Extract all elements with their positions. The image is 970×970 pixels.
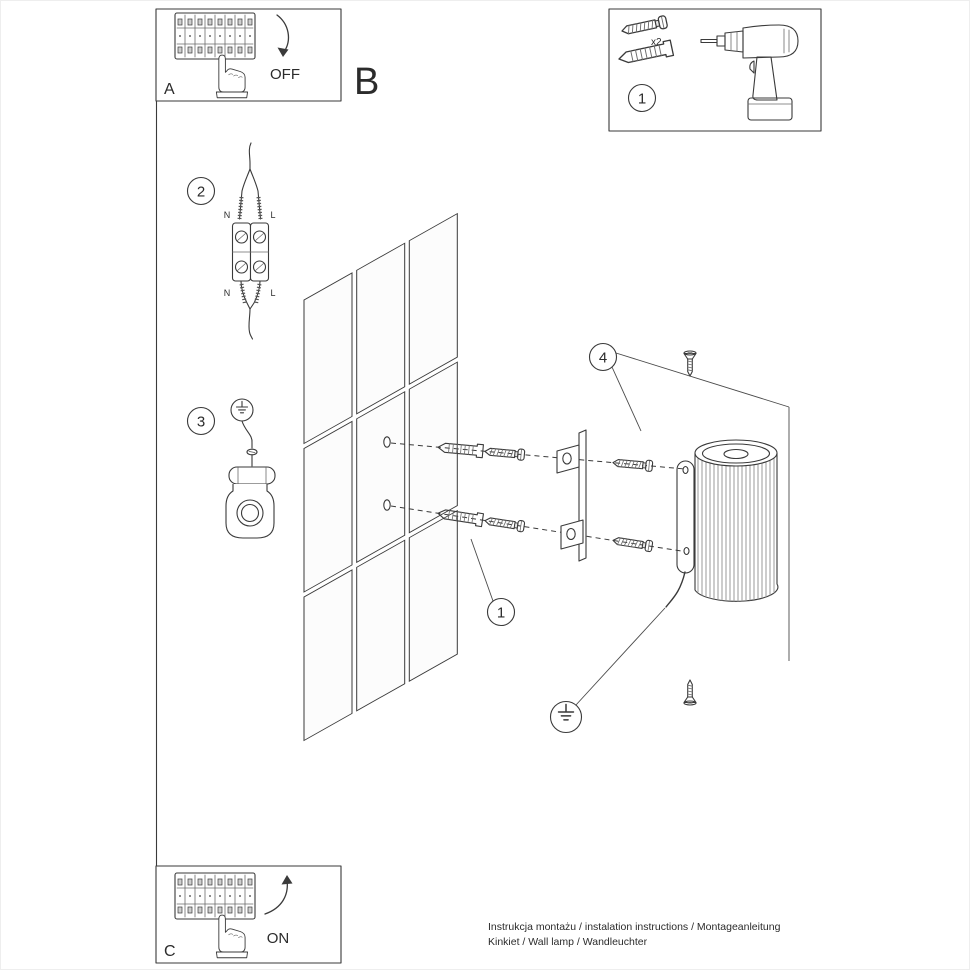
off-label: OFF: [270, 66, 300, 83]
plate-hole: [682, 465, 689, 475]
step-3-badge: [186, 406, 216, 436]
footer-line-1: Instrukcja montażu / instalation instruc…: [488, 921, 781, 933]
lamp-shade-body: [694, 453, 779, 602]
neutral-top-label: N: [224, 210, 231, 220]
wall-tile: [356, 390, 406, 564]
lamp-ground-wire: [665, 571, 686, 608]
lamp-socket: [723, 448, 749, 460]
wall-lamp: [665, 350, 779, 706]
live-top-label: L: [270, 210, 275, 220]
screw-icon: [683, 350, 697, 377]
wall-tile: [408, 361, 458, 534]
step-3-number: 3: [197, 414, 205, 431]
screw-icon: [483, 445, 526, 461]
step-1-badge: [486, 597, 516, 627]
wire-splice-icon: [237, 142, 263, 220]
plate-hole: [683, 546, 690, 556]
tools-step-badge: [627, 83, 657, 113]
step-2-badge: [186, 176, 216, 206]
wall-tile: [408, 509, 458, 682]
drill-icon: [700, 24, 799, 121]
lamp-fixing-screws: [611, 456, 654, 553]
step-4-number: 4: [599, 350, 607, 367]
step-2-number: 2: [197, 184, 205, 201]
wire-merge-icon: [239, 280, 262, 340]
screw-icon: [611, 534, 654, 553]
live-bottom-label: L: [270, 288, 275, 298]
screw-icon: [611, 456, 654, 473]
tools-step-number: 1: [638, 91, 646, 108]
plug-quantity-label: x2: [651, 37, 662, 48]
lamp-shade-ribs: [697, 453, 775, 602]
terminal-block-icon: [231, 222, 270, 282]
wall-tile: [303, 272, 353, 445]
footer: Instrukcja montażu / instalation instruc…: [488, 921, 781, 948]
wall-tile: [356, 539, 406, 712]
lamp-inner-rim: [701, 443, 771, 464]
on-arrow-icon: [264, 875, 293, 915]
mounting-bracket: [556, 429, 587, 562]
footer-line-2: Kinkiet / Wall lamp / Wandleuchter: [488, 936, 648, 948]
breaker-panel-icon: [174, 12, 256, 60]
wall-tile: [356, 242, 406, 415]
screw-icon: [483, 514, 526, 533]
section-b-label: B: [354, 61, 379, 103]
grounding-step: 3: [186, 398, 276, 539]
wall-tile: [303, 420, 353, 593]
mounting-callout: 4: [588, 342, 790, 661]
power-on-box: ON C: [155, 865, 342, 964]
step-4-badge: [588, 342, 618, 372]
lamp-back-plate: [676, 460, 695, 574]
ground-lug-icon: [225, 420, 276, 539]
drill-hole: [383, 436, 391, 448]
drill-hole: [383, 499, 391, 511]
ground-callout: [549, 607, 666, 734]
panel-a-label: A: [164, 81, 175, 98]
tools-box: x2 1: [608, 8, 822, 132]
on-label: ON: [267, 930, 290, 947]
panel-c-label: C: [164, 943, 176, 960]
wiring-step: 2 N L N L: [186, 142, 276, 340]
anchor-callout: 1: [470, 538, 516, 627]
neutral-bottom-label: N: [224, 288, 231, 298]
step-1-number: 1: [497, 605, 505, 622]
ground-symbol-badge: [549, 700, 583, 734]
wall-panels: [303, 212, 458, 742]
power-off-box: OFF A: [155, 8, 342, 102]
wall-tile: [408, 212, 458, 385]
screw-icon: [683, 679, 697, 706]
breaker-panel-icon: [174, 872, 256, 920]
wall-tile: [303, 569, 353, 742]
off-arrow-icon: [276, 14, 290, 57]
